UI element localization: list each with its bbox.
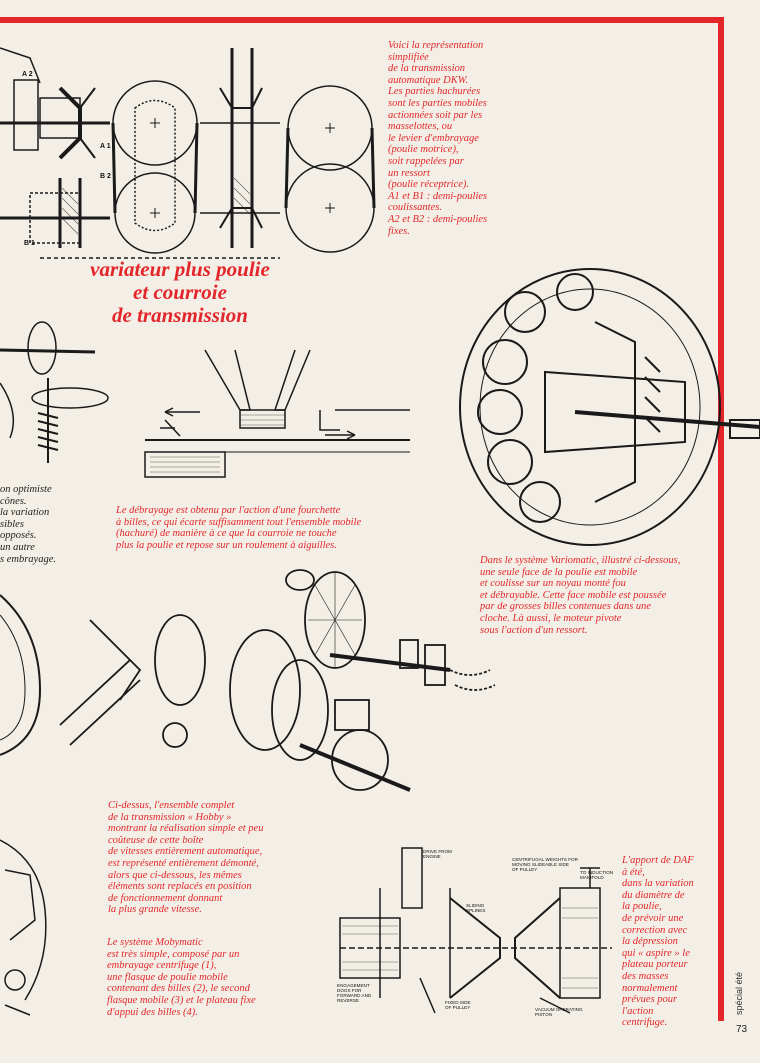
caption-daf: L'apport de DAF à été, dans la variation…: [622, 855, 694, 1029]
daf-label-fixed: FIXED SIDE OF PULLEY: [445, 1000, 471, 1010]
label-a1: A 1: [100, 143, 111, 150]
page-number: 73: [736, 1024, 748, 1035]
red-frame-right: [718, 17, 724, 1021]
headline: variateur plus poulie et courroie de tra…: [90, 257, 270, 327]
caption-variomatic: Dans le système Variomatic, illustré ci-…: [480, 555, 681, 636]
caption-hobby: Ci-dessus, l'ensemble complet de la tran…: [108, 800, 264, 916]
red-frame-top: [0, 17, 724, 23]
daf-label-drive: DRIVE FROM ENGINE: [423, 849, 452, 859]
label-b2: B 2: [100, 173, 111, 180]
dkw-schematic-illustration: [0, 47, 376, 259]
daf-label-induction: TO INDUCTION MANIFOLD: [580, 870, 614, 880]
sidebar-label: spécial été: [734, 971, 744, 1015]
left-pulley-illustration: [0, 321, 109, 463]
daf-label-engagement: ENGAGEMENT DOGS FOR FORWARD AND REVERSE: [337, 983, 372, 1003]
daf-label-vacuum: VACUUM OPERATING PISTON: [535, 1007, 583, 1017]
caption-mobymatic: Le système Mobymatic est très simple, co…: [107, 937, 256, 1018]
daf-label-sliding: SLIDING SPLINES: [466, 903, 486, 913]
left-rim-illustration: [0, 594, 42, 756]
daf-label-centrifugal: CENTRIFUGAL WEIGHTS FOR MOVING SLIDEABLE…: [512, 857, 578, 872]
variomatic-cutaway-illustration: [459, 268, 760, 546]
hobby-exploded-illustration: [59, 569, 496, 792]
daf-cross-section-illustration: [339, 847, 612, 1014]
clutch-section-illustration: [144, 349, 410, 478]
label-a2: A 2: [22, 71, 33, 78]
label-b1: B 1: [24, 240, 35, 247]
left-engine-illustration: [0, 839, 47, 1016]
caption-dkw: Voici la représentation simplifiée de la…: [388, 40, 488, 237]
caption-debrayage: Le débrayage est obtenu par l'action d'u…: [116, 505, 362, 551]
caption-left-fragment: on optimiste cônes. la variation sibles …: [0, 484, 56, 565]
